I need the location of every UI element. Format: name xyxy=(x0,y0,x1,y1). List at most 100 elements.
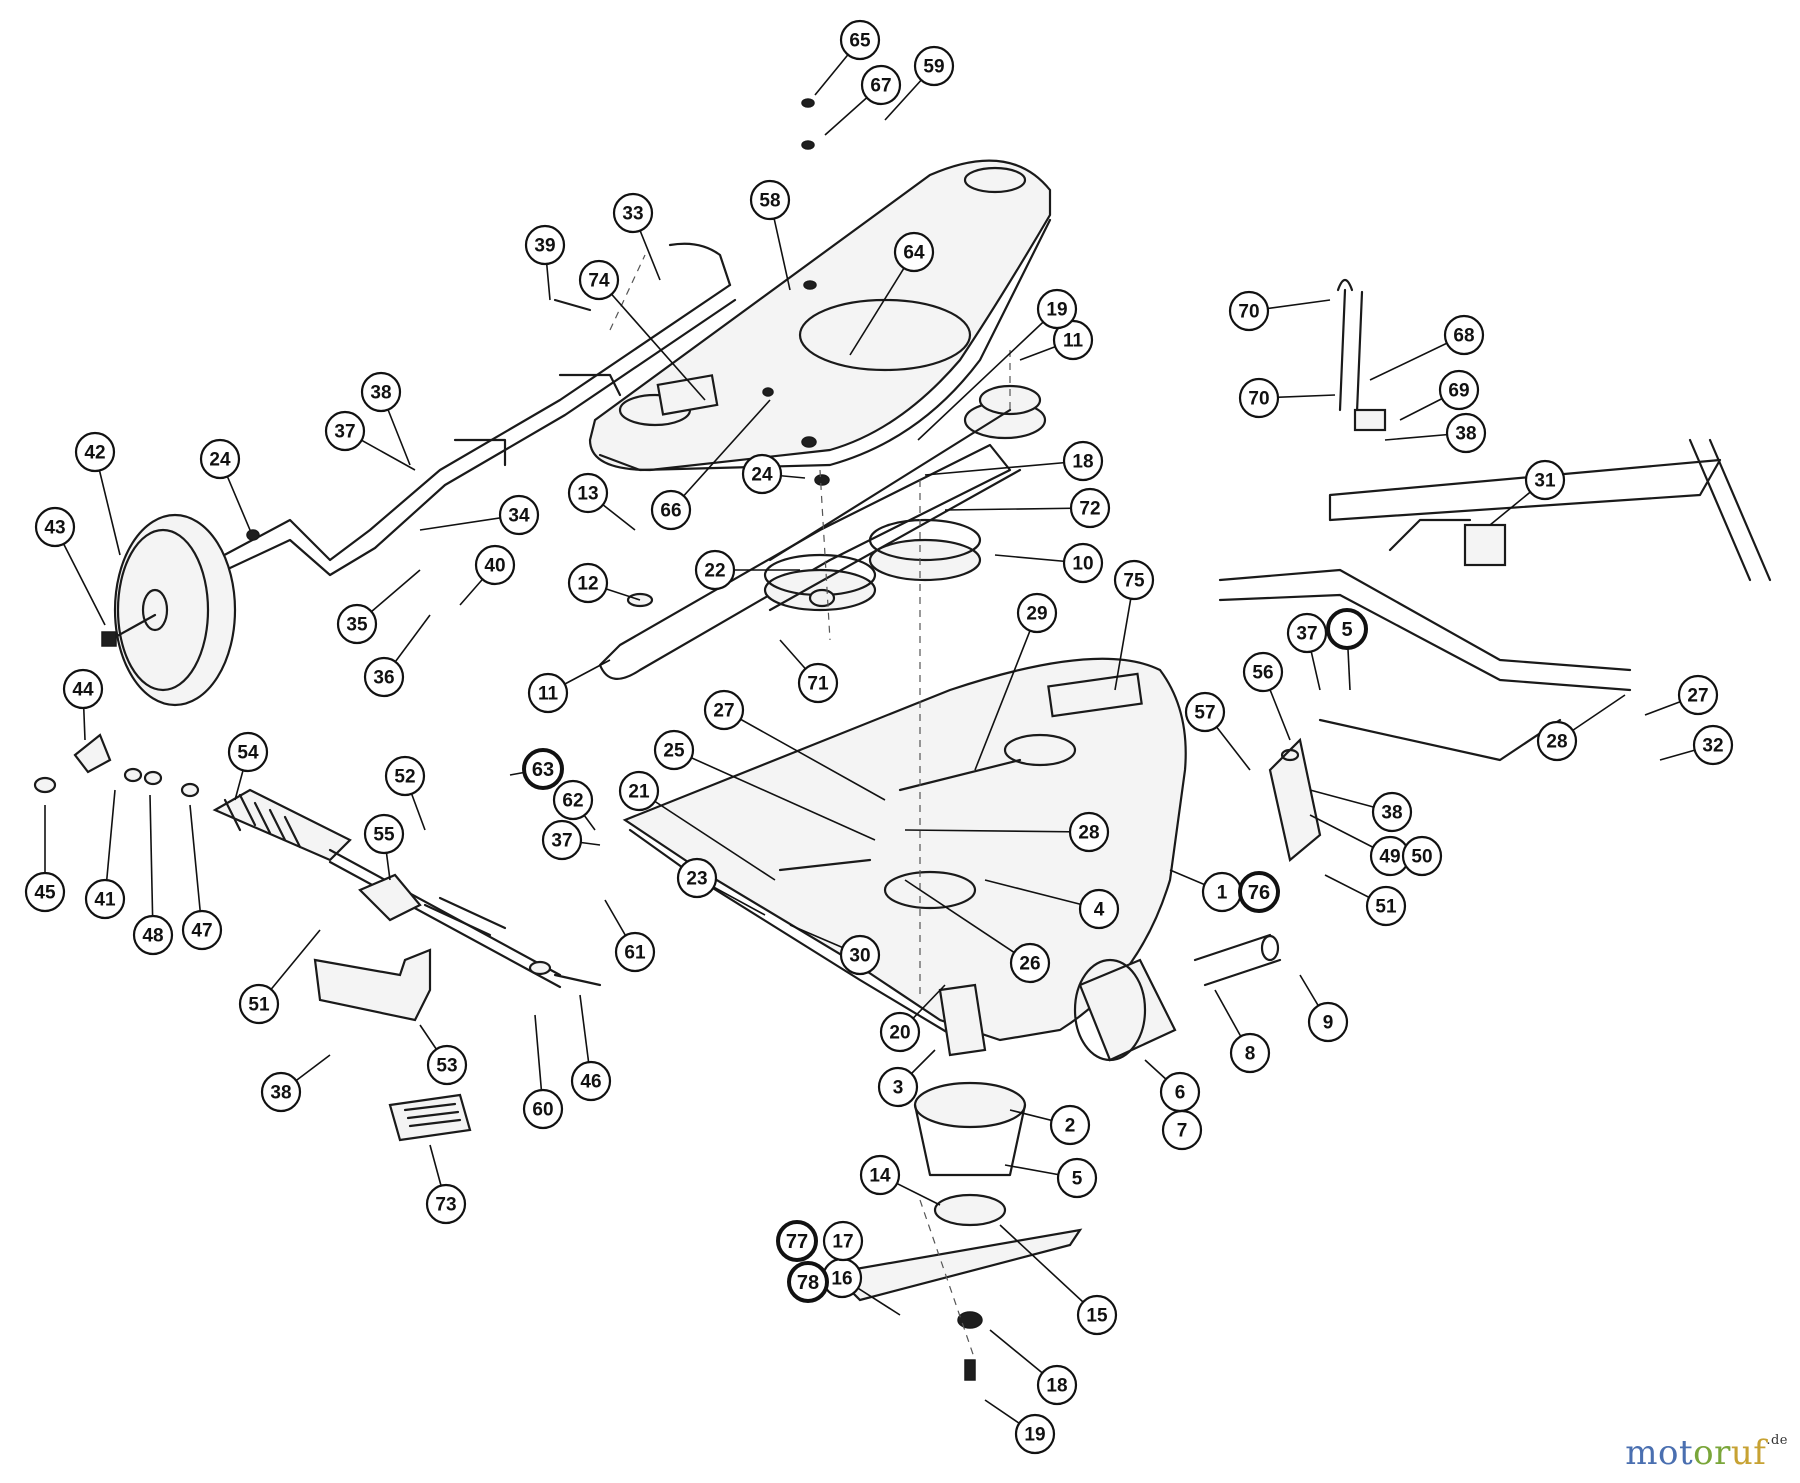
callout-number: 37 xyxy=(334,422,355,443)
callout-number: 24 xyxy=(751,465,773,486)
callout-number: 77 xyxy=(786,1231,808,1253)
callout-circle xyxy=(1076,1294,1118,1336)
callout-number: 19 xyxy=(1024,1425,1045,1446)
callout-part-51: 51 xyxy=(238,983,280,1025)
callout-circle xyxy=(1078,888,1120,930)
callout-circle xyxy=(384,755,426,797)
callout-circle xyxy=(653,729,695,771)
callout-layer: 1234556789101111121314151617181819192021… xyxy=(24,19,1734,1455)
callout-circle xyxy=(1443,314,1485,356)
callout-circle xyxy=(877,1066,919,1108)
callout-circle xyxy=(522,748,564,790)
callout-number: 5 xyxy=(1072,1169,1083,1190)
alignment-lines xyxy=(609,254,1011,1361)
callout-number: 52 xyxy=(394,767,415,788)
callout-circle xyxy=(787,1261,829,1303)
leader-line-66 xyxy=(670,399,771,511)
callout-number: 30 xyxy=(849,946,870,967)
callout-number: 15 xyxy=(1086,1306,1108,1327)
callout-number: 62 xyxy=(562,791,583,812)
upper-belt-cover xyxy=(588,159,1052,472)
callout-circle xyxy=(363,656,405,698)
callout-part-46: 46 xyxy=(570,1060,612,1102)
callout-circle xyxy=(1692,724,1734,766)
callout-number: 76 xyxy=(1248,882,1270,904)
callout-part-38: 38 xyxy=(1371,791,1413,833)
callout-number: 21 xyxy=(628,782,650,803)
callout-number: 53 xyxy=(436,1056,457,1077)
callout-circle xyxy=(797,662,839,704)
callout-part-3: 3 xyxy=(877,1066,919,1108)
callout-circle xyxy=(1068,811,1110,853)
callout-circle xyxy=(426,1044,468,1086)
callout-number: 35 xyxy=(346,615,368,636)
callout-number: 20 xyxy=(889,1023,910,1044)
callout-circle xyxy=(749,179,791,221)
callout-number: 45 xyxy=(34,883,56,904)
callout-number: 69 xyxy=(1448,381,1469,402)
callout-part-5: 5 xyxy=(1056,1157,1098,1199)
callout-part-10: 10 xyxy=(1062,542,1104,584)
callout-part-75: 75 xyxy=(1113,559,1155,601)
callout-part-13: 13 xyxy=(567,472,609,514)
callout-circle xyxy=(776,1220,818,1262)
callout-number: 22 xyxy=(704,561,725,582)
callout-circle xyxy=(1062,542,1104,584)
callout-number: 51 xyxy=(1375,897,1397,918)
callout-part-67: 67 xyxy=(860,64,902,106)
callout-part-6: 6 xyxy=(1159,1071,1201,1113)
callout-number: 58 xyxy=(759,191,780,212)
callout-number: 28 xyxy=(1546,732,1567,753)
callout-number: 13 xyxy=(577,484,598,505)
callout-number: 47 xyxy=(191,921,212,942)
callout-number: 25 xyxy=(663,741,685,762)
callout-circle xyxy=(1161,1109,1203,1151)
callout-circle xyxy=(1238,377,1280,419)
callout-part-19: 19 xyxy=(1036,288,1078,330)
callout-part-54: 54 xyxy=(227,731,269,773)
callout-circle xyxy=(1677,674,1719,716)
leader-line-26 xyxy=(904,879,1031,964)
leader-line-25 xyxy=(673,749,876,841)
callout-circle xyxy=(360,371,402,413)
callout-number: 38 xyxy=(1381,803,1402,824)
callout-circle xyxy=(879,1011,921,1053)
callout-number: 23 xyxy=(686,869,707,890)
callout-number: 32 xyxy=(1702,736,1723,757)
watermark-part3: uf xyxy=(1730,1433,1767,1473)
callout-number: 60 xyxy=(532,1100,553,1121)
callout-number: 42 xyxy=(84,443,105,464)
callout-circle xyxy=(1286,612,1328,654)
callout-number: 2 xyxy=(1065,1116,1076,1137)
callout-number: 75 xyxy=(1123,571,1145,592)
callout-circle xyxy=(1524,459,1566,501)
callout-circle xyxy=(132,914,174,956)
callout-part-53: 53 xyxy=(426,1044,468,1086)
callout-number: 29 xyxy=(1026,604,1047,625)
callout-number: 19 xyxy=(1046,300,1067,321)
leader-line-15 xyxy=(999,1224,1098,1316)
roller-assembly xyxy=(1073,933,1282,1062)
callout-circle xyxy=(1014,1413,1056,1455)
callout-number: 50 xyxy=(1411,847,1432,868)
callout-number: 55 xyxy=(373,825,395,846)
callout-circle xyxy=(74,431,116,473)
callout-number: 48 xyxy=(142,926,163,947)
callout-circle xyxy=(552,779,594,821)
watermark-suffix: .de xyxy=(1766,1433,1788,1448)
callout-number: 38 xyxy=(1455,424,1476,445)
callout-circle xyxy=(1184,691,1226,733)
callout-number: 34 xyxy=(508,506,530,527)
callout-part-77: 77 xyxy=(776,1220,818,1262)
callout-number: 38 xyxy=(270,1083,291,1104)
callout-part-70: 70 xyxy=(1238,377,1280,419)
callout-number: 18 xyxy=(1072,452,1093,473)
callout-part-49: 49 xyxy=(1369,835,1411,877)
callout-part-37: 37 xyxy=(1286,612,1328,654)
callout-circle xyxy=(913,45,955,87)
tow-bar-assembly xyxy=(213,242,737,577)
callout-number: 70 xyxy=(1238,302,1259,323)
callout-part-20: 20 xyxy=(879,1011,921,1053)
l-bracket xyxy=(313,948,432,1022)
callout-circle xyxy=(1371,791,1413,833)
